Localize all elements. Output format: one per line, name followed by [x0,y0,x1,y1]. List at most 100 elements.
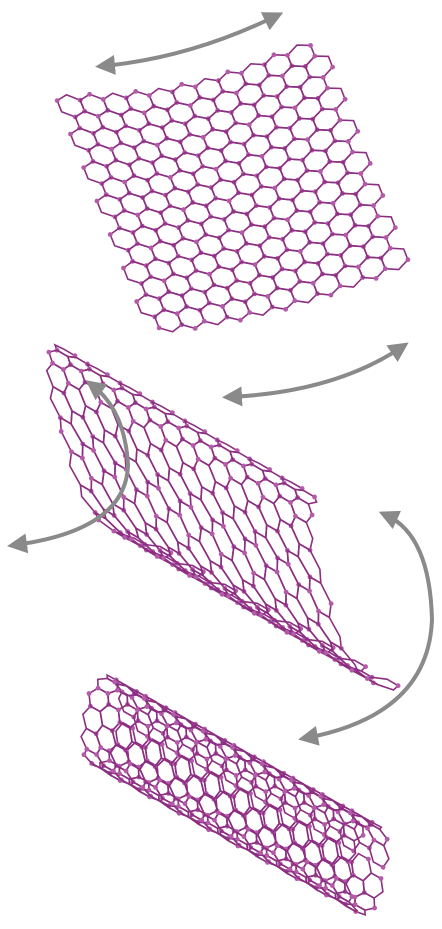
carbon-atom [126,405,131,410]
carbon-atom [242,551,247,556]
carbon-atom [260,154,265,159]
carbon-atom [209,445,214,450]
carbon-atom [140,785,145,790]
carbon-atom [275,570,280,575]
carbon-atom [82,752,87,757]
carbon-atom [183,801,188,806]
carbon-atom [247,122,252,127]
hexagon-ring [369,216,396,237]
carbon-atom [84,747,89,752]
carbon-atom [372,906,377,911]
carbon-atom [234,91,239,96]
carbon-atom [333,107,338,112]
hexagon-ring [136,528,164,558]
carbon-atom [330,883,335,888]
carbon-atom [285,53,290,58]
carbon-atom [388,246,393,251]
carbon-atom [122,535,127,540]
carbon-atom [187,794,192,799]
carbon-atom [318,169,323,174]
carbon-atom [312,495,317,500]
carbon-atom [227,199,232,204]
carbon-atom [164,724,169,729]
carbon-atom [380,193,385,198]
carbon-atom [87,691,92,696]
hexagon-ring [326,141,353,162]
carbon-atom [55,98,60,103]
carbon-atom [203,737,208,742]
hexagon-ring [103,509,131,539]
carbon-atom [94,752,99,757]
carbon-atom [223,757,228,762]
carbon-atom [343,233,348,238]
carbon-atom [259,613,264,618]
hexagon-ring [381,248,408,269]
carbon-atom [112,680,117,685]
carbon-atom [59,429,64,434]
hexagon-ring [331,120,358,141]
hexagon-ring [300,77,327,98]
carbon-atom [282,789,287,794]
carbon-atom [286,562,291,567]
carbon-atom [87,92,92,97]
carbon-atom [285,217,290,222]
carbon-atom [81,165,86,170]
carbon-atom [349,668,354,673]
carbon-atom [66,381,71,386]
carbon-atom [346,139,351,144]
carbon-atom [271,850,276,855]
carbon-atom [330,65,335,70]
carbon-atom [368,161,373,166]
carbon-atom [128,761,133,766]
carbon-atom [308,43,313,48]
carbon-atom [322,822,327,827]
carbon-atom [305,860,310,865]
carbon-atom [293,105,298,110]
hexagon-ring [265,55,292,76]
carbon-atom [383,266,388,271]
hexagon-ring [320,162,347,183]
carbon-atom [247,310,252,315]
carbon-atom [107,758,112,763]
carbon-atom [135,213,140,218]
carbon-atom [47,350,52,355]
carbon-atom [220,304,225,309]
carbon-atom [321,75,326,80]
carbon-atom [161,556,166,561]
carbon-atom [356,265,361,270]
carbon-atom [240,230,245,235]
carbon-atom [329,293,334,298]
carbon-atom [147,93,152,98]
carbon-atom [196,457,201,462]
carbon-atom [101,97,106,102]
carbon-atom [338,118,343,123]
carbon-atom [69,449,74,454]
carbon-atom [121,495,126,500]
carbon-atom [371,203,376,208]
carbon-atom [189,505,194,510]
carbon-atom [361,833,366,838]
carbon-atom [121,266,126,271]
carbon-atom [174,721,179,726]
carbon-atom [108,232,113,237]
carbon-atom [350,894,355,899]
carbon-atom [238,318,243,323]
carbon-atom [124,769,129,774]
hexagon-ring [295,98,322,119]
carbon-atom [254,543,259,548]
carbon-atom [80,456,85,461]
carbon-nanotube [81,675,390,915]
carbon-atom [253,262,258,267]
carbon-atom [162,278,167,283]
carbon-atom [112,475,117,480]
carbon-atom [272,52,277,57]
carbon-atom [319,794,324,799]
carbon-atom [288,867,293,872]
carbon-atom [381,865,386,870]
carbon-atom [223,462,228,467]
carbon-atom [212,818,217,823]
carbon-atom [214,167,219,172]
carbon-atom [194,740,199,745]
carbon-atom [202,319,207,324]
